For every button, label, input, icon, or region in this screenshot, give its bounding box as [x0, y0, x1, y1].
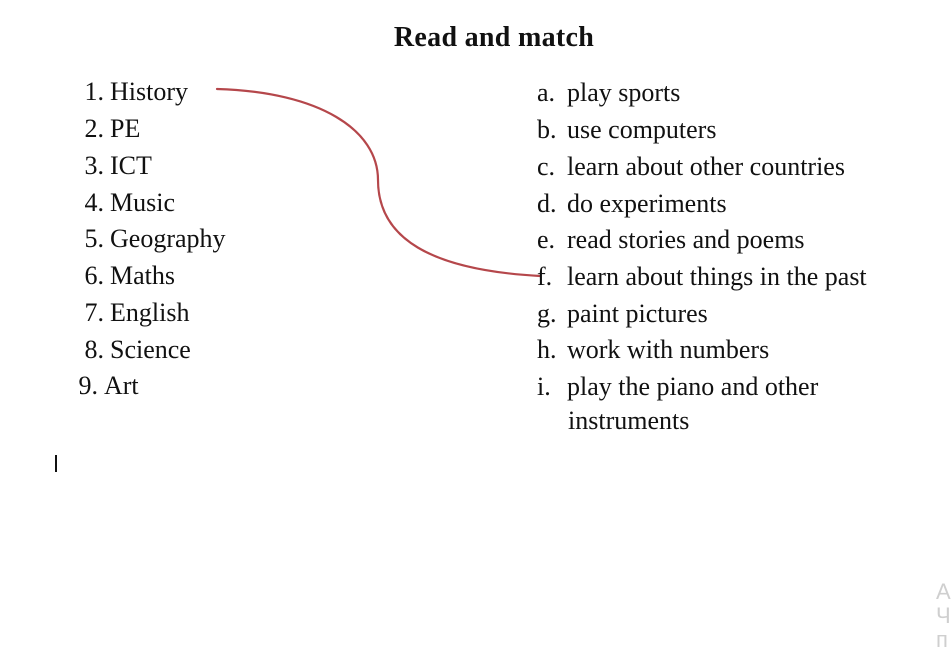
activity-item[interactable]: a. play sports [537, 78, 680, 108]
subject-item[interactable]: 7.English [0, 298, 190, 328]
subject-label: Geography [110, 224, 226, 253]
watermark-line: Ч [936, 603, 951, 628]
subject-number: 7. [84, 298, 105, 327]
activity-label: play the piano and other [567, 372, 819, 401]
subject-label: History [110, 77, 188, 106]
subject-number: 1. [84, 77, 105, 106]
activity-letter: c. [537, 152, 556, 181]
subject-item[interactable]: 5.Geography [0, 224, 226, 254]
activity-label: do experiments [567, 189, 727, 218]
subject-item[interactable]: 1.History [0, 77, 189, 107]
subject-item[interactable]: 9.Art [0, 371, 139, 401]
subject-item[interactable]: 8.Science [0, 335, 191, 365]
subject-item[interactable]: 4.Music [0, 188, 176, 218]
subject-label: Art [104, 371, 139, 400]
subject-item[interactable]: 2.PE [0, 114, 141, 144]
activity-letter: h. [537, 335, 557, 364]
subject-number: 3. [84, 151, 105, 180]
activity-item[interactable]: f. learn about things in the past [537, 262, 867, 292]
activity-letter: f. [537, 262, 553, 291]
subject-number: 5. [84, 224, 105, 253]
activity-letter: d. [537, 189, 557, 218]
activity-label: read stories and poems [567, 225, 805, 254]
watermark-line: п [936, 627, 948, 652]
activity-item[interactable]: h. work with numbers [537, 335, 769, 365]
activity-label: work with numbers [567, 335, 770, 364]
text-cursor [55, 455, 57, 472]
subject-number: 8. [84, 335, 105, 364]
activity-item[interactable]: c. learn about other countries [537, 152, 845, 182]
activity-continuation: instruments [568, 406, 690, 435]
activity-item[interactable]: g. paint pictures [537, 299, 708, 329]
worksheet-title: Read and match [393, 22, 595, 53]
activity-letter: g. [537, 299, 557, 328]
activity-item[interactable]: i. play the piano and other [537, 372, 818, 402]
activity-letter: e. [537, 225, 556, 254]
history-to-f-connector [215, 87, 542, 278]
activity-label: learn about things in the past [567, 262, 867, 291]
subject-label: English [110, 298, 190, 327]
subject-item[interactable]: 3.ICT [0, 151, 152, 181]
subject-label: Maths [110, 261, 175, 290]
subject-item[interactable]: 6.Maths [0, 261, 176, 291]
subject-label: ICT [110, 151, 152, 180]
activity-label: play sports [567, 78, 681, 107]
activity-label: paint pictures [567, 299, 708, 328]
activity-letter: i. [537, 372, 551, 401]
activity-item[interactable]: d. do experiments [537, 189, 727, 219]
watermark: А Ч п [936, 580, 951, 652]
subject-number: 6. [84, 261, 105, 290]
activity-letter: b. [537, 115, 557, 144]
subject-number: 4. [84, 188, 105, 217]
activity-item[interactable]: e. read stories and poems [537, 225, 805, 255]
subject-number: 9. [78, 371, 99, 400]
activity-label: use computers [567, 115, 717, 144]
subject-number: 2. [84, 114, 105, 143]
subject-label: PE [110, 114, 141, 143]
activity-item[interactable]: b. use computers [537, 115, 716, 145]
subject-label: Music [110, 188, 175, 217]
watermark-line: А [936, 579, 951, 604]
activity-letter: a. [537, 78, 556, 107]
subject-label: Science [110, 335, 191, 364]
activity-label: learn about other countries [567, 152, 845, 181]
